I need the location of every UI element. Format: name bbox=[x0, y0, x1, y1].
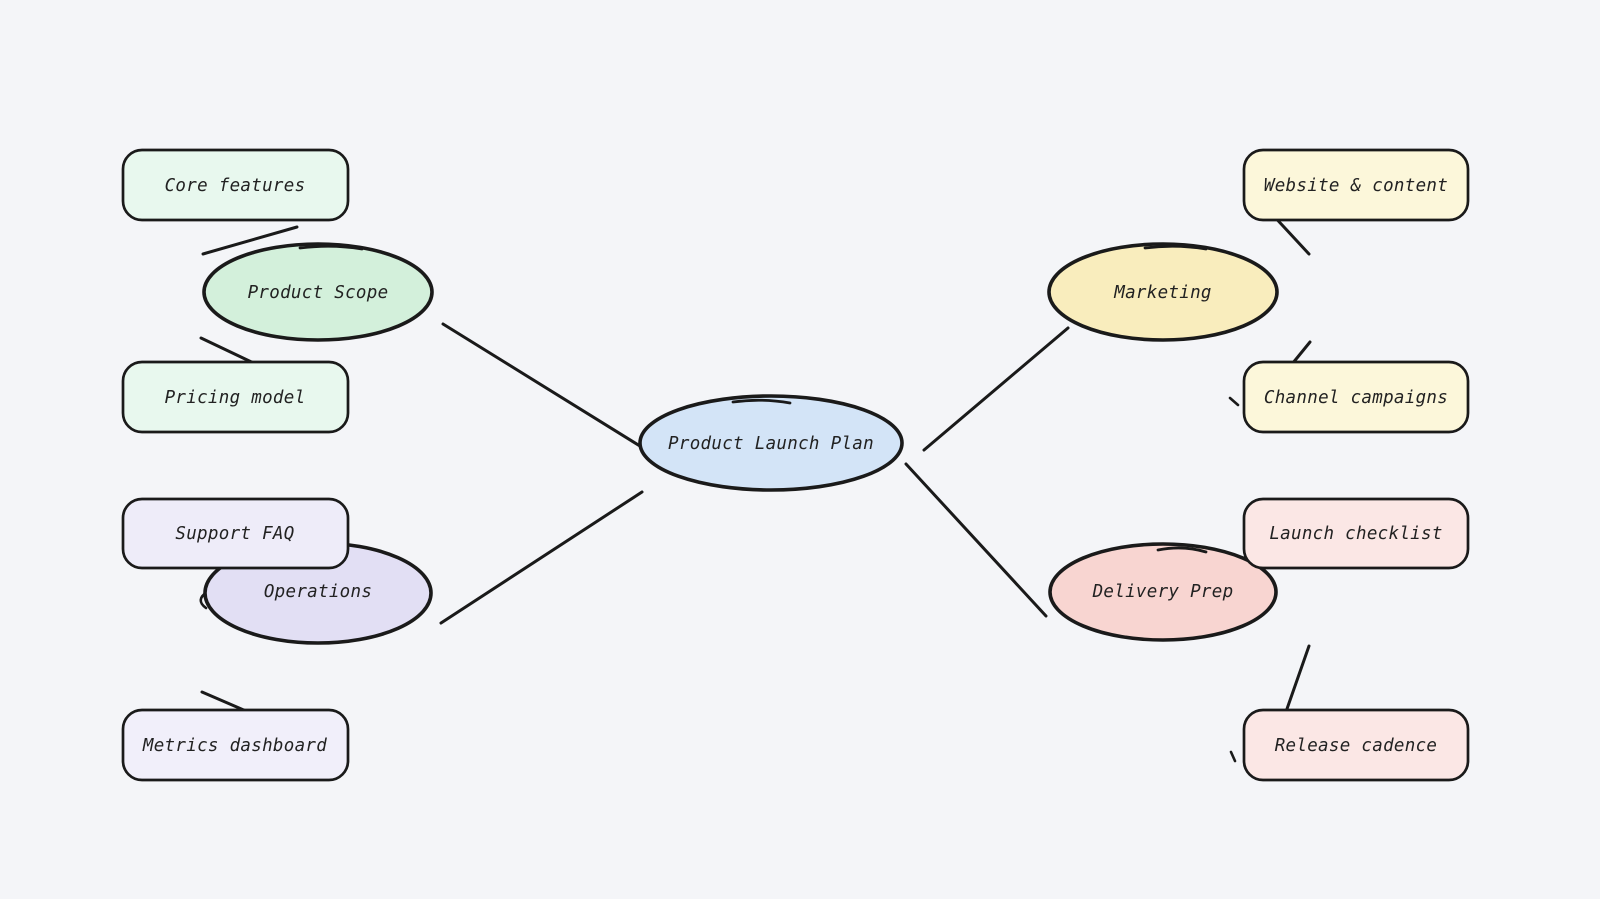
hand-drawn-strokes bbox=[298, 244, 1208, 554]
node-pricing-model[interactable] bbox=[121, 360, 350, 434]
node-metrics-dashboard[interactable] bbox=[121, 708, 350, 782]
hand-drawn-stroke bbox=[298, 244, 364, 251]
connector-delivery-prep-center bbox=[904, 462, 1048, 618]
label-metrics-dashboard: Metrics dashboard bbox=[142, 736, 327, 756]
node-launch-checklist[interactable] bbox=[1242, 497, 1470, 570]
label-product-scope: Product Scope bbox=[248, 283, 389, 303]
label-support-faq: Support FAQ bbox=[175, 524, 294, 544]
node-product-launch-plan[interactable] bbox=[638, 394, 904, 492]
label-launch-checklist: Launch checklist bbox=[1269, 524, 1442, 544]
connector-mark-channel-campaigns bbox=[1228, 396, 1240, 407]
node-product-scope[interactable] bbox=[202, 242, 434, 342]
node-website-content[interactable] bbox=[1242, 148, 1470, 222]
label-delivery-prep: Delivery Prep bbox=[1092, 582, 1234, 602]
hand-drawn-stroke bbox=[1156, 546, 1208, 554]
connector-mark-release-cadence bbox=[1229, 750, 1237, 763]
label-core-features: Core features bbox=[165, 176, 306, 196]
connector-operations-center bbox=[439, 490, 644, 625]
node-core-features[interactable] bbox=[121, 148, 350, 222]
label-operations: Operations bbox=[264, 582, 372, 602]
label-website-content: Website & content bbox=[1264, 176, 1448, 196]
connector-marketing-center bbox=[922, 326, 1070, 452]
hand-drawn-stroke bbox=[731, 398, 792, 405]
label-marketing: Marketing bbox=[1113, 283, 1212, 303]
label-channel-campaigns: Channel campaigns bbox=[1264, 388, 1448, 408]
node-marketing[interactable] bbox=[1047, 242, 1279, 342]
label-pricing-model: Pricing model bbox=[165, 388, 306, 408]
connector-product-scope-center bbox=[441, 322, 650, 453]
node-delivery-prep[interactable] bbox=[1048, 542, 1278, 642]
node-support-faq[interactable] bbox=[121, 497, 350, 570]
node-channel-campaigns[interactable] bbox=[1242, 360, 1470, 434]
node-release-cadence[interactable] bbox=[1242, 708, 1470, 782]
hand-drawn-stroke bbox=[1143, 244, 1208, 251]
label-release-cadence: Release cadence bbox=[1275, 736, 1438, 756]
label-product-launch-plan: Product Launch Plan bbox=[668, 434, 874, 454]
connector-product-scope-core-features bbox=[201, 225, 299, 256]
